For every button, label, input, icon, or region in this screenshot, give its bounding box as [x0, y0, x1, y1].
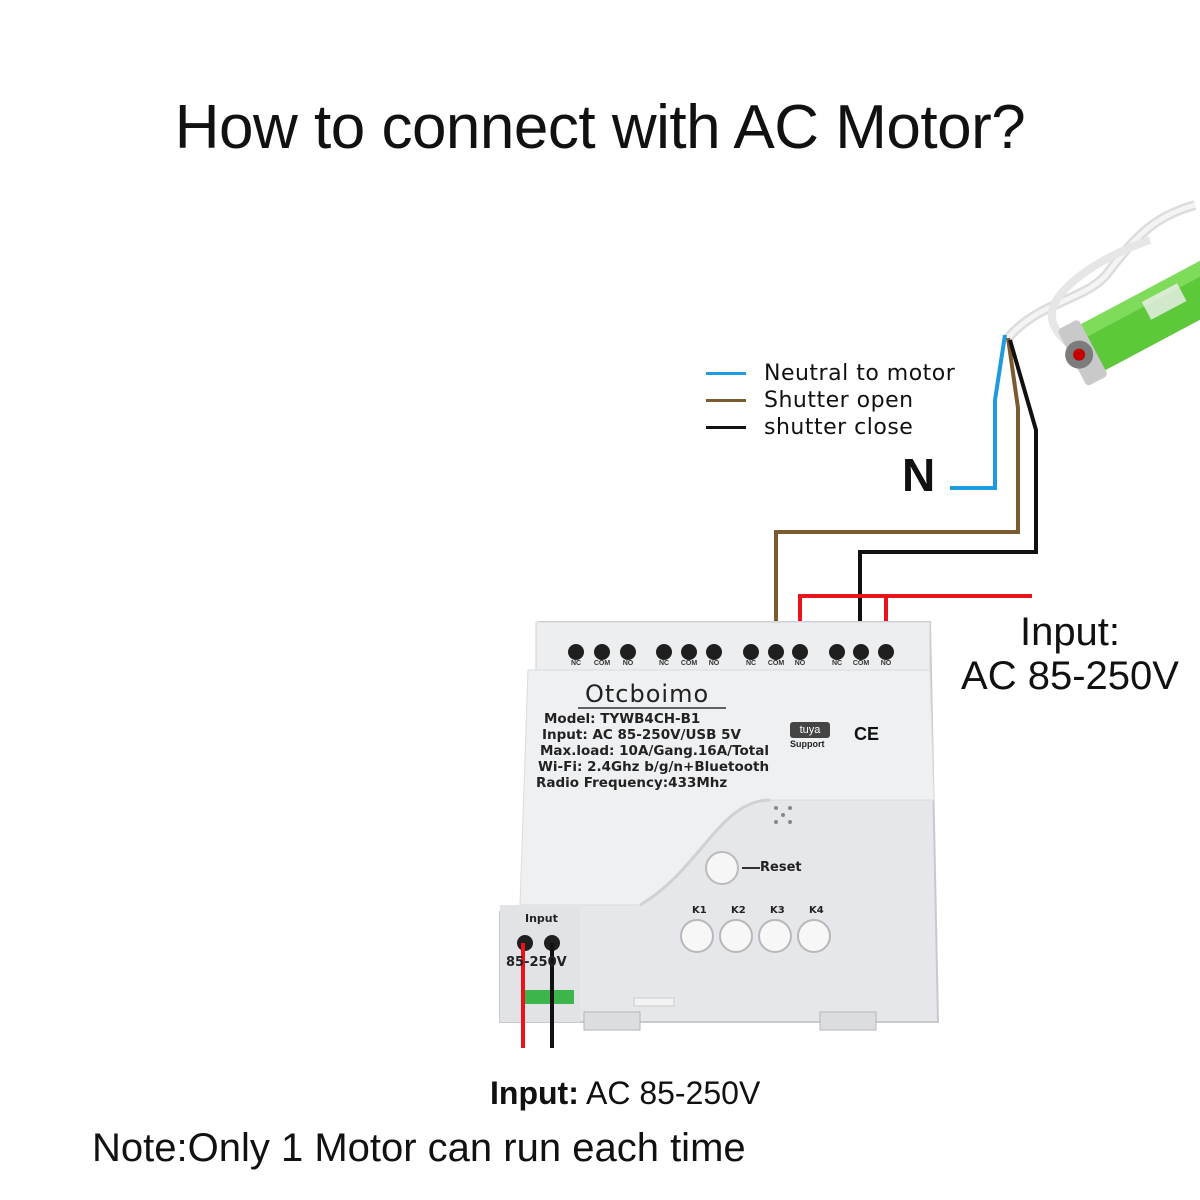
spec-maxload: Max.load: 10A/Gang.16A/Total	[540, 743, 769, 759]
legend-swatch-neutral	[706, 372, 746, 375]
terminal-label: COM	[852, 660, 870, 667]
input-bottom-text: AC 85-250V	[578, 1075, 761, 1111]
device-input-voltage: 85-250V	[506, 955, 567, 970]
terminal-label: NC	[658, 660, 670, 667]
note-text: Note:Only 1 Motor can run each time	[92, 1126, 746, 1170]
k3-label: K3	[770, 905, 785, 916]
tuya-support: Support	[790, 739, 825, 749]
spec-wifi: Wi-Fi: 2.4Ghz b/g/n+Bluetooth	[538, 759, 770, 775]
wire-legend: Neutral to motor Shutter open shutter cl…	[706, 360, 955, 441]
terminal-label: COM	[680, 660, 698, 667]
terminal-label: NO	[708, 660, 720, 667]
input-label-top: Input: AC 85-250V	[950, 610, 1190, 698]
legend-item-neutral: Neutral to motor	[706, 360, 955, 387]
legend-item-close: shutter close	[706, 414, 955, 441]
input-bottom-bold: Input:	[490, 1075, 579, 1111]
k4-label: K4	[809, 905, 824, 916]
k2-button	[719, 919, 753, 953]
close-wire	[858, 339, 1038, 652]
legend-swatch-close	[706, 426, 746, 429]
input-label-bottom: Input: AC 85-250V	[490, 1075, 760, 1112]
spec-input: Input: AC 85-250V/USB 5V	[542, 727, 741, 743]
spec-radio: Radio Frequency:433Mhz	[536, 775, 728, 791]
k1-label: K1	[692, 905, 707, 916]
usb-port-green	[522, 990, 574, 1004]
input-top-line1: Input:	[1019, 610, 1121, 654]
input-top-line2: AC 85-250V	[961, 654, 1179, 698]
terminal-label: NO	[880, 660, 892, 667]
device-brand: Otcboimo	[585, 680, 710, 708]
reset-label: Reset	[760, 860, 802, 875]
terminal-label: NC	[831, 660, 843, 667]
legend-item-open: Shutter open	[706, 387, 955, 414]
terminal-label: COM	[767, 660, 785, 667]
terminal-label: NC	[570, 660, 582, 667]
spec-model: Model: TYWB4CH-B1	[544, 711, 701, 727]
reset-button	[705, 851, 739, 885]
device-input-label: Input	[525, 912, 558, 925]
open-wire	[774, 337, 1020, 652]
legend-label: Neutral to motor	[764, 361, 956, 386]
din-clip-left	[583, 1011, 641, 1031]
neutral-label: N	[902, 449, 936, 501]
k2-label: K2	[731, 905, 746, 916]
page-title: How to connect with AC Motor?	[174, 93, 1026, 162]
ce-mark: CE	[854, 724, 880, 744]
k3-button	[758, 919, 792, 953]
k4-button	[797, 919, 831, 953]
terminal-label: COM	[593, 660, 611, 667]
din-clip-right	[819, 1011, 877, 1031]
terminal-label: NO	[794, 660, 806, 667]
neutral-wire	[950, 334, 1007, 490]
legend-label: shutter close	[764, 415, 914, 440]
tubular-motor	[1058, 251, 1200, 386]
tuya-logo: tuya	[790, 722, 830, 738]
legend-swatch-open	[706, 399, 746, 402]
terminal-label: NO	[622, 660, 634, 667]
terminal-block	[568, 644, 894, 660]
speaker-holes	[774, 806, 792, 824]
k1-button	[680, 919, 714, 953]
terminal-label: NC	[745, 660, 757, 667]
legend-label: Shutter open	[764, 388, 914, 413]
